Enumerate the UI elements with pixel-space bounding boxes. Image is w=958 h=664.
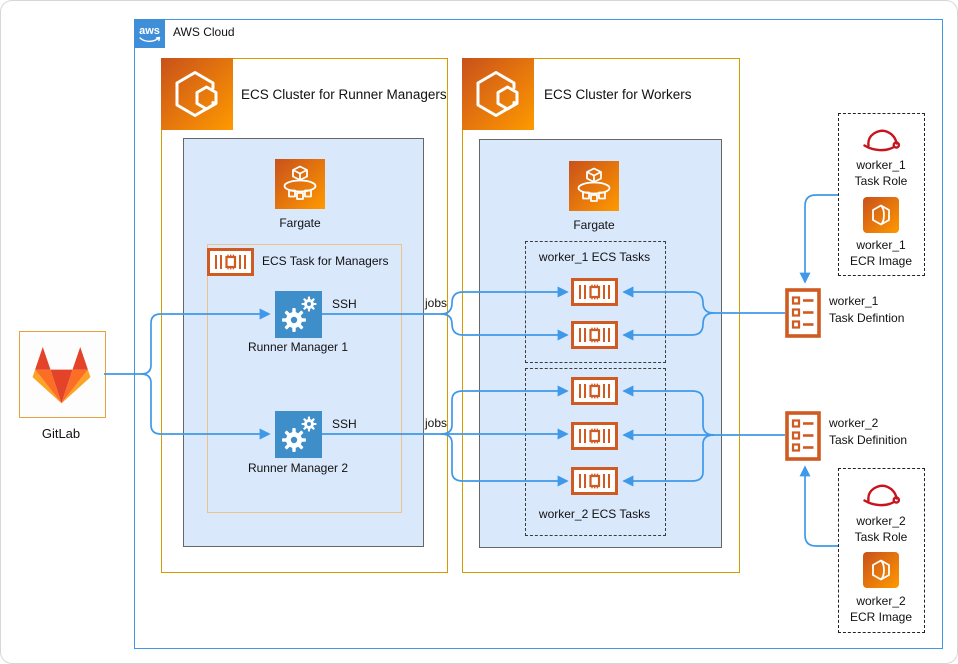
ecs-cluster-icon bbox=[161, 58, 233, 135]
aws-logo-text: aws bbox=[139, 25, 160, 37]
jobs-label-1: jobs bbox=[425, 296, 448, 310]
worker1-task-role-line1: worker_1 bbox=[856, 158, 906, 172]
task-definition-icon bbox=[785, 288, 821, 343]
worker2-ecr-image-line2: ECR Image bbox=[849, 610, 913, 624]
ecs-task-icon bbox=[571, 376, 618, 411]
worker2-task-role-line1: worker_2 bbox=[856, 514, 906, 528]
ecs-task-icon bbox=[207, 248, 254, 281]
managers-cluster-title: ECS Cluster for Runner Managers bbox=[241, 87, 447, 102]
worker1-task-role-line2: Task Role bbox=[854, 174, 908, 188]
worker2-task-role-line2: Task Role bbox=[854, 530, 908, 544]
worker2-ecr-image-line1: worker_2 bbox=[856, 594, 906, 608]
aws-logo-icon: aws bbox=[134, 19, 165, 48]
workers-fargate-label: Fargate bbox=[573, 218, 615, 232]
worker1-reference-group bbox=[838, 113, 925, 276]
ssh-label-2: SSH bbox=[332, 417, 357, 431]
worker1-taskdef-line1: worker_1 bbox=[829, 294, 879, 308]
worker2-reference-group bbox=[838, 468, 925, 633]
worker1-taskdef-line2: Task Defintion bbox=[829, 311, 905, 325]
ecr-image-icon bbox=[863, 552, 899, 593]
worker1-task-role-label: worker_1 Task Role bbox=[839, 157, 923, 189]
worker1-ecr-image-label: worker_1 ECR Image bbox=[839, 237, 923, 269]
worker1-group-title: worker_1 ECS Tasks bbox=[538, 250, 651, 264]
worker1-task-definition-label: worker_1 Task Defintion bbox=[829, 293, 929, 327]
jobs-label-2: jobs bbox=[425, 416, 448, 430]
ecs-task-icon bbox=[571, 421, 618, 456]
task-box-title: ECS Task for Managers bbox=[262, 254, 389, 268]
worker2-taskdef-line1: worker_2 bbox=[829, 416, 879, 430]
ssh-label-1: SSH bbox=[332, 297, 357, 311]
worker1-ecr-image-line1: worker_1 bbox=[856, 238, 906, 252]
worker2-group-title: worker_2 ECS Tasks bbox=[538, 507, 651, 521]
aws-cloud-label: AWS Cloud bbox=[173, 25, 235, 39]
task-definition-icon bbox=[785, 411, 821, 466]
runner-manager-2-icon bbox=[275, 411, 322, 463]
worker1-ecr-image-line2: ECR Image bbox=[849, 254, 913, 268]
worker2-taskdef-line2: Task Definition bbox=[829, 433, 908, 447]
fargate-icon bbox=[275, 159, 325, 214]
runner-manager-1-icon bbox=[275, 291, 322, 343]
runner-manager-2-label: Runner Manager 2 bbox=[247, 461, 349, 475]
worker2-ecr-image-label: worker_2 ECR Image bbox=[839, 593, 923, 625]
ecr-image-icon bbox=[863, 197, 899, 238]
aws-cloud-group bbox=[134, 19, 943, 649]
ecs-task-icon bbox=[571, 466, 618, 501]
worker2-task-definition-label: worker_2 Task Definition bbox=[829, 415, 929, 449]
ecs-task-icon bbox=[571, 320, 618, 355]
iam-task-role-icon bbox=[859, 480, 904, 515]
fargate-icon bbox=[569, 161, 619, 216]
gitlab-label: GitLab bbox=[41, 426, 81, 441]
worker2-task-role-label: worker_2 Task Role bbox=[839, 513, 923, 545]
workers-cluster-title: ECS Cluster for Workers bbox=[544, 87, 692, 102]
runner-manager-1-label: Runner Manager 1 bbox=[247, 340, 349, 354]
gitlab-icon bbox=[30, 343, 93, 410]
iam-task-role-icon bbox=[859, 125, 904, 160]
managers-fargate-label: Fargate bbox=[279, 216, 321, 230]
ecs-task-icon bbox=[571, 277, 618, 312]
ecs-cluster-icon bbox=[462, 58, 534, 135]
